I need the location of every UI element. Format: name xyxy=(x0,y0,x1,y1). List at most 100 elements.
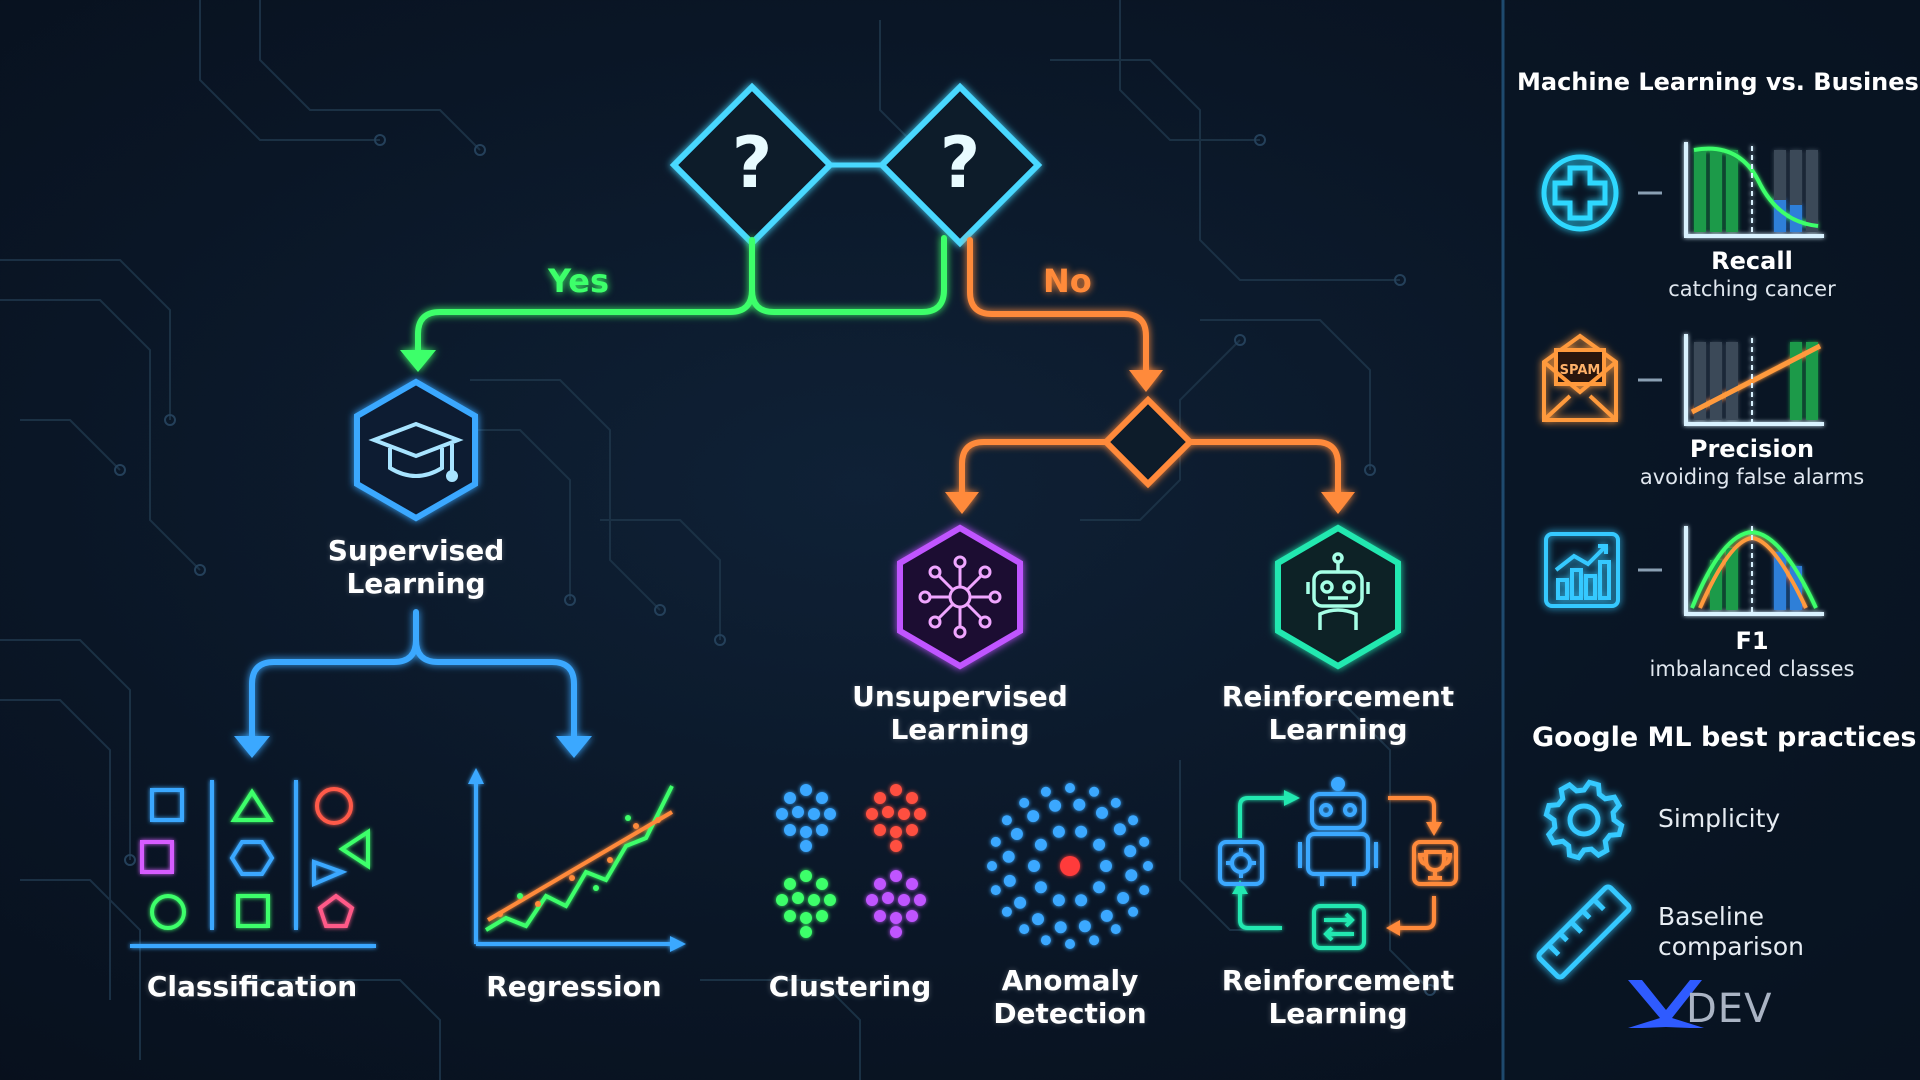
circuit-background xyxy=(0,0,1431,1080)
best-practice-line2: comparison xyxy=(1658,932,1804,961)
spam-label-icon-text: SPAM xyxy=(1560,363,1601,378)
best-practices-title: Google ML best practices xyxy=(1532,722,1917,753)
question-mark-icon: ? xyxy=(732,122,773,204)
data-point-dot xyxy=(1065,939,1075,949)
data-point-dot xyxy=(1003,874,1016,887)
data-point-dot xyxy=(1110,797,1121,808)
data-point-dot xyxy=(990,885,1001,896)
data-point-dot xyxy=(1034,881,1047,894)
classification-label: Classification xyxy=(146,970,358,1003)
network-hub-icon xyxy=(918,555,1002,639)
data-point-dot xyxy=(1128,906,1139,917)
best-practice-line1: Simplicity xyxy=(1658,804,1781,833)
data-point-dot xyxy=(1014,896,1027,909)
secondary-decision-diamond xyxy=(1101,395,1195,489)
classification-icon xyxy=(130,780,376,948)
supervised-learning-node xyxy=(354,378,478,522)
graduation-cap-icon xyxy=(368,421,464,482)
anomaly-line1: Anomaly xyxy=(1001,964,1139,997)
data-point-dot xyxy=(1040,786,1051,797)
data-point-dot xyxy=(1100,909,1113,922)
unsupervised-learning-label: Unsupervised Learning xyxy=(840,680,1080,746)
best-practice-line1: Baseline xyxy=(1658,902,1764,931)
anomaly-line2: Detection xyxy=(993,997,1147,1030)
data-point-dot xyxy=(1002,850,1015,863)
reinforcement-child-label: Reinforcement Learning xyxy=(1208,964,1468,1030)
data-point-dot xyxy=(1073,798,1086,811)
data-point-dot xyxy=(1075,825,1088,838)
clustering-label: Clustering xyxy=(768,970,932,1003)
data-point-dot xyxy=(1032,913,1044,926)
clustering-icon xyxy=(776,784,926,938)
question-diamond-right xyxy=(877,82,1043,248)
reinforcement-title-line1: Reinforcement xyxy=(1221,680,1455,713)
data-point-dot xyxy=(1019,797,1030,808)
xdev-logo-text: DEV xyxy=(1686,986,1773,1032)
data-point-dot xyxy=(1019,924,1030,935)
yes-branch-connector xyxy=(400,235,947,372)
sidebar-title: Machine Learning vs. Business xyxy=(1517,68,1920,96)
data-point-dot xyxy=(1028,860,1040,872)
metric-recall: Recall catching cancer xyxy=(1632,246,1872,302)
metric-name: F1 xyxy=(1735,627,1769,655)
data-point-dot xyxy=(1040,935,1051,946)
data-point-dot xyxy=(987,861,997,871)
data-point-dot xyxy=(1034,838,1047,851)
trophy-reward-icon xyxy=(1412,840,1458,886)
data-point-dot xyxy=(1075,894,1088,907)
data-point-dot xyxy=(1096,806,1108,819)
action-exchange-icon xyxy=(1312,904,1366,950)
metric-description: catching cancer xyxy=(1668,277,1836,301)
question-mark-icon: ? xyxy=(940,122,981,204)
metric-name: Precision xyxy=(1689,435,1815,463)
f1-mini-chart xyxy=(1684,526,1824,616)
reinforcement-title-line2: Learning xyxy=(1268,713,1408,746)
data-point-dot xyxy=(1001,815,1012,826)
anomaly-detection-label: Anomaly Detection xyxy=(970,964,1170,1030)
data-point-dot xyxy=(1100,860,1112,872)
precision-mini-chart xyxy=(1684,334,1824,426)
reinforcement-child-line2: Learning xyxy=(1268,997,1408,1030)
data-point-dot xyxy=(1139,836,1150,847)
data-point-dot xyxy=(1093,881,1106,894)
regression-icon xyxy=(468,768,686,952)
data-point-dot xyxy=(1001,906,1012,917)
metric-connector-dashes xyxy=(1638,191,1662,572)
data-point-dot xyxy=(1052,894,1065,907)
recall-mini-chart xyxy=(1684,142,1824,238)
data-point-dot xyxy=(1089,786,1100,797)
xdev-logo-mark xyxy=(1628,980,1704,1028)
data-point-dot xyxy=(1125,869,1138,882)
data-point-dot xyxy=(1078,920,1091,933)
best-practice-baseline: Baseline comparison xyxy=(1658,902,1804,962)
supervised-title-line2: Learning xyxy=(346,567,486,600)
anomaly-detection-icon xyxy=(987,783,1153,949)
data-point-dot xyxy=(1010,828,1023,840)
data-point-dot xyxy=(1054,921,1067,934)
unsupervised-title-line1: Unsupervised xyxy=(852,680,1068,713)
gear-icon xyxy=(1543,779,1625,861)
growth-chart-icon xyxy=(1544,532,1620,608)
metric-f1: F1 imbalanced classes xyxy=(1632,626,1872,682)
supervised-branch-connector xyxy=(234,609,592,758)
metric-name: Recall xyxy=(1711,247,1793,275)
reinforcement-loop-icon xyxy=(1218,777,1458,950)
environment-icon xyxy=(1218,840,1264,886)
data-point-dot xyxy=(1065,783,1075,793)
no-label: No xyxy=(1043,262,1092,300)
data-point-dot xyxy=(1110,924,1121,935)
data-point-dot xyxy=(1093,838,1106,851)
yes-label: Yes xyxy=(548,262,609,300)
regression-label: Regression xyxy=(486,970,662,1003)
metric-description: avoiding false alarms xyxy=(1639,465,1865,489)
metric-description: imbalanced classes xyxy=(1649,657,1855,681)
decision-diamonds: ? ? xyxy=(669,82,1043,248)
data-point-dot xyxy=(1049,799,1062,812)
reinforcement-learning-node xyxy=(1275,524,1401,670)
medical-cross-icon xyxy=(1541,154,1619,232)
ruler-icon xyxy=(1536,884,1632,980)
data-point-dot xyxy=(1027,810,1040,823)
data-point-dot xyxy=(1124,845,1137,858)
